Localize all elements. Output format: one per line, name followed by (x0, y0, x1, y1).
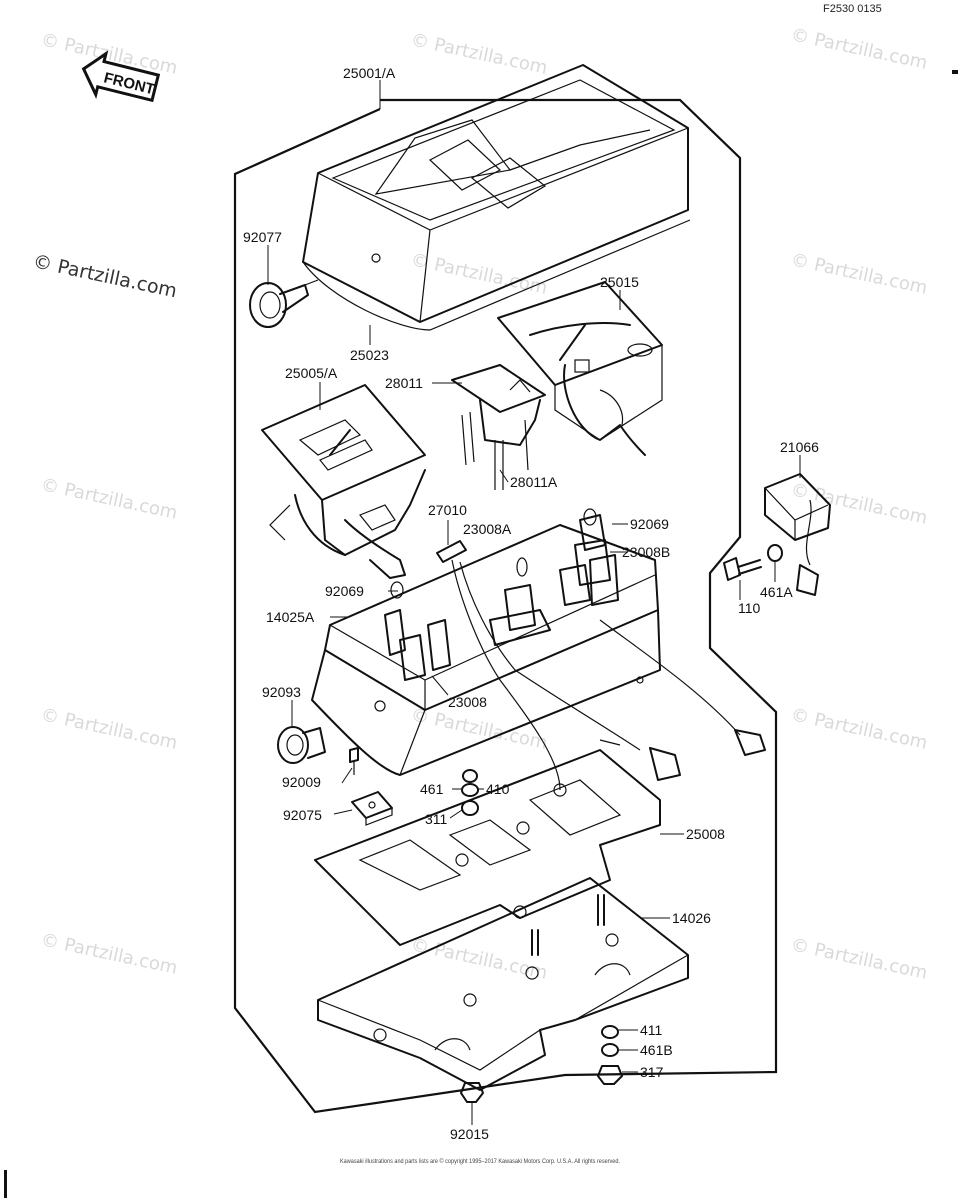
meter-cover-housing (302, 64, 691, 331)
corner-mark (4, 1170, 7, 1198)
label-461A: 461A (760, 584, 793, 600)
nut-92015 (460, 1082, 484, 1103)
label-317: 317 (640, 1064, 664, 1080)
screw-92009 (349, 747, 359, 775)
label-92069-top: 92069 (630, 516, 669, 532)
bulb-sockets (384, 508, 619, 681)
watermark: © Partzilla.com (789, 934, 929, 983)
label-410: 410 (486, 781, 510, 797)
label-411: 411 (640, 1022, 663, 1038)
watermark: © Partzilla.com (789, 249, 929, 298)
watermark: © Partzilla.com (39, 929, 179, 978)
label-92077: 92077 (243, 229, 282, 245)
meter-25015 (497, 281, 663, 456)
label-92009: 92009 (282, 774, 321, 790)
studs (531, 894, 605, 956)
bottom-tray-14026 (317, 877, 689, 1091)
copyright-notice: Kawasaki illustrations and parts lists a… (340, 1158, 620, 1165)
wire-harness (436, 540, 766, 791)
assembly-outline (233, 98, 778, 1114)
label-92075: 92075 (283, 807, 322, 823)
watermark: © Partzilla.com (39, 474, 179, 523)
label-23008B: 23008B (622, 544, 670, 560)
gasket-25008 (314, 749, 661, 946)
label-25005A: 25005/A (285, 365, 338, 381)
watermark: © Partzilla.com (409, 249, 549, 298)
meter-25005A (261, 384, 426, 579)
watermark-dark: © Partzilla.com (31, 250, 179, 302)
label-14025A: 14025A (266, 609, 315, 625)
watermark: © Partzilla.com (39, 704, 179, 753)
watermark: © Partzilla.com (789, 704, 929, 753)
label-311: 311 (425, 811, 448, 827)
bracket-92075 (351, 791, 393, 826)
label-25015: 25015 (600, 274, 639, 290)
label-23008: 23008 (448, 694, 487, 710)
part-labels: 25001/A 92077 25023 25015 25005/A 28011 … (243, 65, 819, 1142)
meter-case-14025A (311, 524, 661, 776)
label-92015: 92015 (450, 1126, 489, 1142)
watermark: © Partzilla.com (409, 29, 549, 78)
label-25001A: 25001/A (343, 65, 396, 81)
switch-28011 (451, 364, 546, 490)
knob-92077 (249, 279, 319, 328)
washer-461A (767, 544, 783, 562)
label-23008A: 23008A (463, 521, 512, 537)
label-461: 461 (420, 781, 444, 797)
watermark: © Partzilla.com (789, 24, 929, 73)
nut-stack (597, 1025, 623, 1085)
label-25023: 25023 (350, 347, 389, 363)
corner-mark (952, 70, 958, 74)
label-28011: 28011 (385, 375, 423, 391)
label-27010: 27010 (428, 502, 467, 518)
watermark: © Partzilla.com (409, 704, 549, 753)
grommet-92093 (277, 726, 326, 764)
washer-stack (461, 769, 479, 816)
watermark: © Partzilla.com (409, 934, 549, 983)
watermark-group: © Partzilla.com © Partzilla.com © Partzi… (31, 24, 929, 983)
label-28011A: 28011A (510, 474, 558, 490)
leader-lines (267, 80, 801, 1125)
label-14026: 14026 (672, 910, 711, 926)
label-21066: 21066 (780, 439, 819, 455)
label-461B: 461B (640, 1042, 673, 1058)
label-110: 110 (738, 600, 761, 616)
label-92069-left: 92069 (325, 583, 364, 599)
label-92093: 92093 (262, 684, 301, 700)
bolt-110 (723, 557, 762, 581)
reference-code: F2530 0135 (823, 3, 882, 15)
label-25008: 25008 (686, 826, 725, 842)
